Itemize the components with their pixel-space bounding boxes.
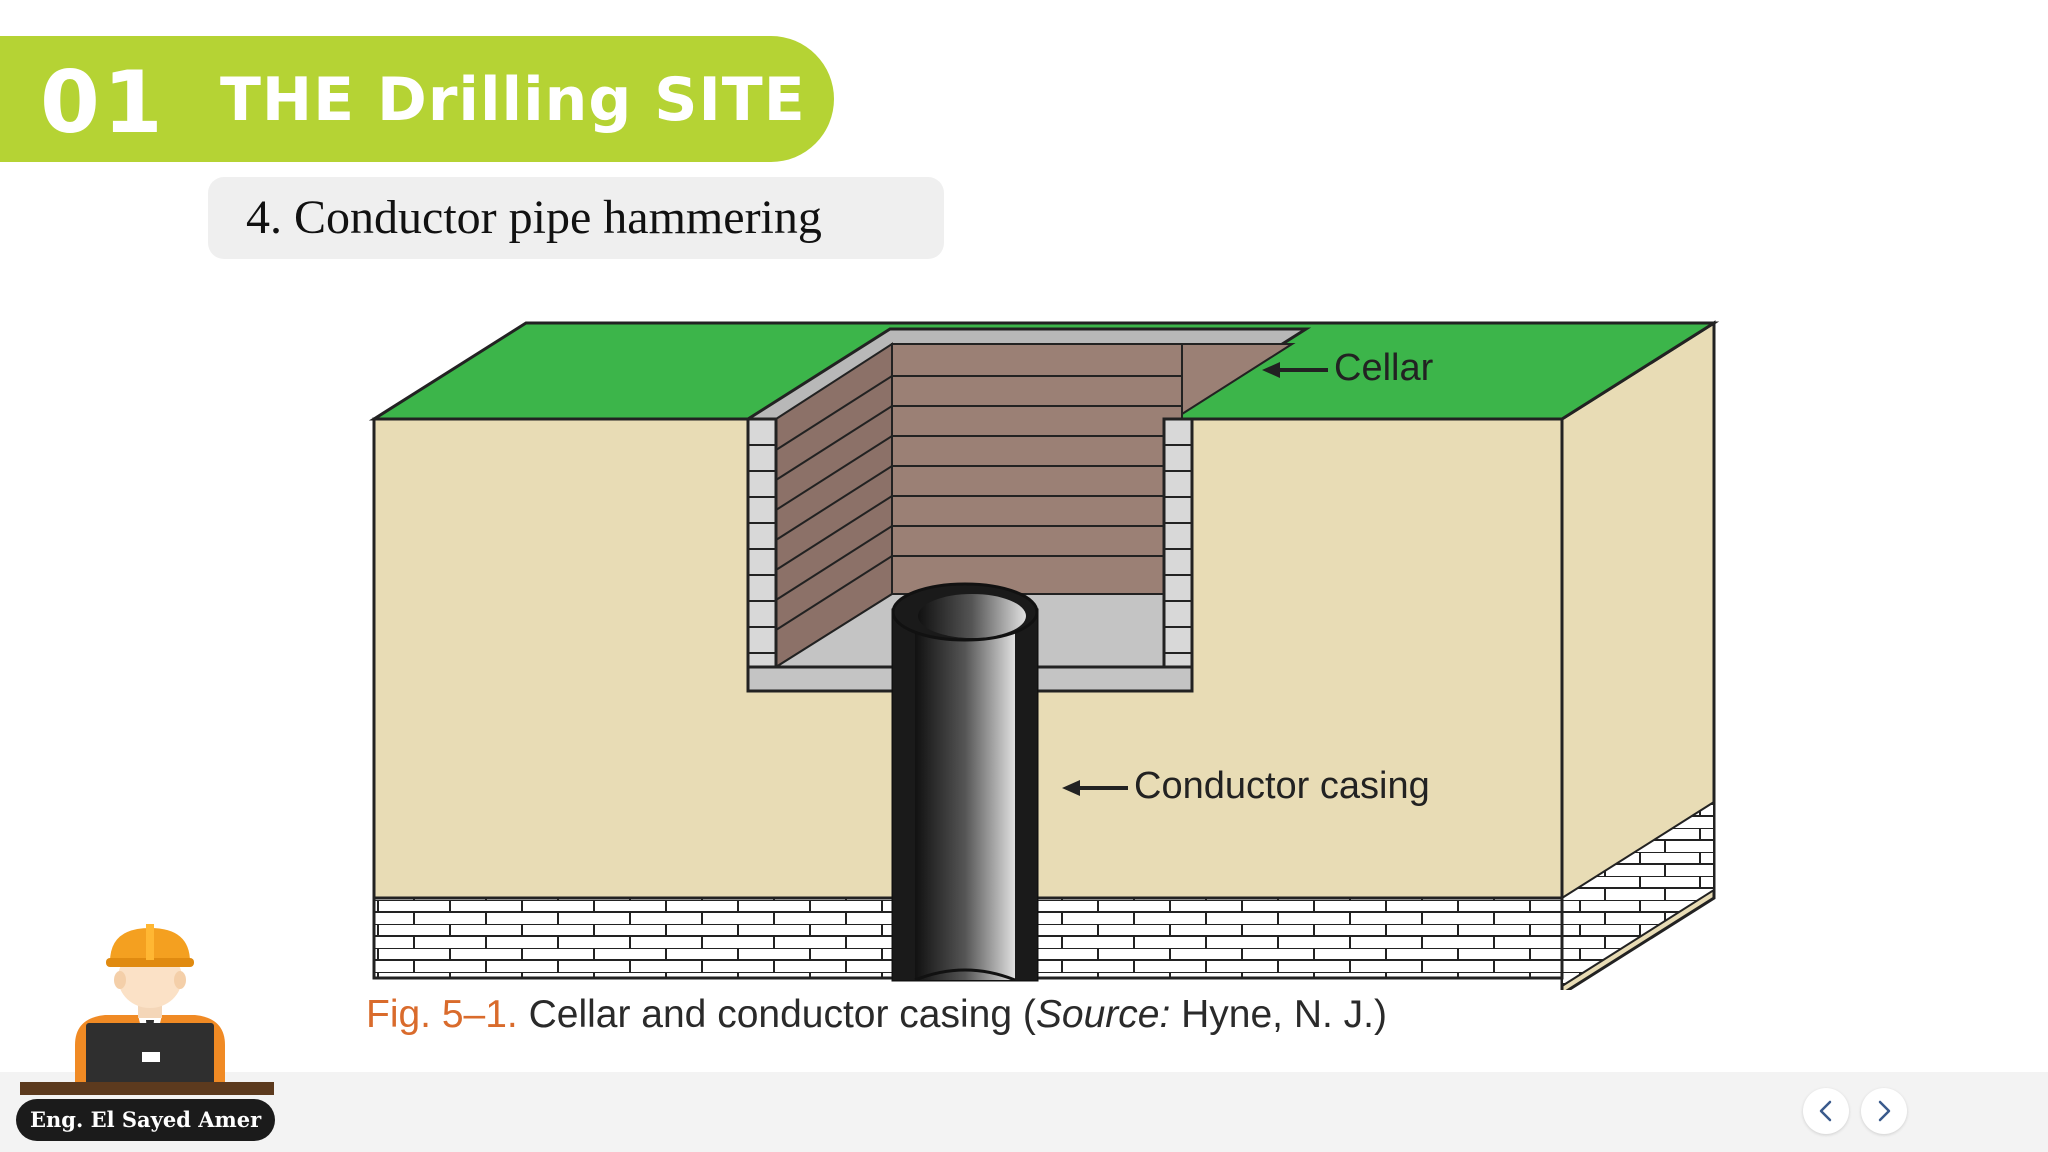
caption-source: Hyne, N. J.) xyxy=(1170,993,1387,1036)
footer-strip xyxy=(0,1072,2048,1152)
caption-source-label: Source: xyxy=(1035,993,1171,1036)
previous-slide-button[interactable] xyxy=(1803,1088,1849,1134)
chevron-right-icon xyxy=(1878,1100,1891,1122)
figure-caption: Fig. 5–1. Cellar and conductor casing (S… xyxy=(366,990,1387,1040)
engineer-avatar xyxy=(20,920,280,1100)
slide-subtitle: 4. Conductor pipe hammering xyxy=(246,191,822,244)
section-title: THE Drilling SITE xyxy=(220,65,806,135)
section-header-banner xyxy=(0,36,834,162)
chevron-left-icon xyxy=(1819,1100,1832,1122)
cellar-diagram-illustration xyxy=(368,320,1720,997)
figure-number: Fig. 5–1. xyxy=(366,993,518,1036)
cellar-label: Cellar xyxy=(1334,347,1434,389)
engineer-at-laptop-icon xyxy=(20,924,274,1095)
caption-text: Cellar and conductor casing ( xyxy=(517,993,1036,1036)
cellar-diagram: Cellar Conductor casing xyxy=(360,300,1720,997)
next-slide-button[interactable] xyxy=(1861,1088,1907,1134)
author-name-badge: Eng. El Sayed Amer xyxy=(16,1099,276,1141)
subtitle-box: 4. Conductor pipe hammering xyxy=(208,177,944,259)
section-number: 01 xyxy=(40,53,166,153)
conductor-casing-label: Conductor casing xyxy=(1134,765,1430,807)
